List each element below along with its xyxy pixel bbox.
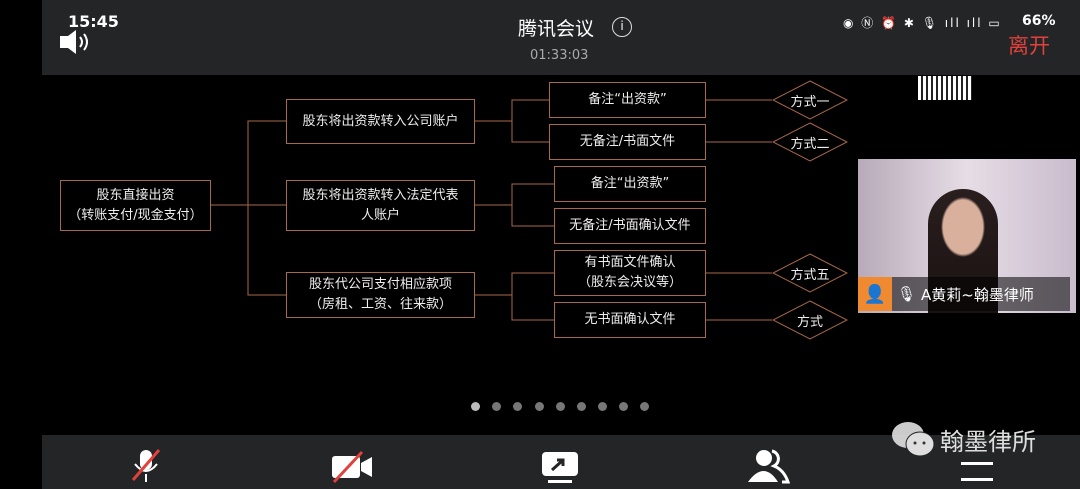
result-diamond: 方式 <box>772 300 848 340</box>
level2-box: 无备注/书面文件 <box>549 124 706 160</box>
page-dot[interactable] <box>640 402 649 411</box>
page-dot[interactable] <box>492 402 501 411</box>
info-icon[interactable]: i <box>612 17 632 37</box>
level1-box: 股东将出资款转入法定代表人账户 <box>286 180 475 231</box>
root-box: 股东直接出资（转账支付/现金支付） <box>60 180 211 231</box>
members-icon[interactable] <box>746 448 791 484</box>
top-bar <box>42 0 1080 75</box>
level2-box: 备注“出资款” <box>549 82 706 118</box>
mic-icon: 🎙 <box>897 285 917 303</box>
page-dot[interactable] <box>577 402 586 411</box>
page-dot[interactable] <box>598 402 607 411</box>
speaker-icon[interactable] <box>60 30 92 54</box>
camera-off-icon[interactable] <box>330 448 374 484</box>
wechat-watermark: 翰墨律所 <box>890 420 1036 458</box>
result-diamond: 方式五 <box>772 253 848 293</box>
level2-box: 有书面文件确认（股东会决议等） <box>554 250 706 296</box>
participant-name: A黄莉~翰墨律师 <box>921 285 1034 304</box>
more-menu-icon[interactable] <box>955 448 999 484</box>
level2-box: 备注“出资款” <box>554 166 706 202</box>
status-time: 15:45 <box>68 12 119 31</box>
wechat-logo-icon <box>892 422 935 457</box>
level2-box: 无书面确认文件 <box>554 302 706 338</box>
qr-code <box>918 76 972 100</box>
page-dot[interactable] <box>619 402 628 411</box>
leave-button[interactable]: 离开 <box>1008 34 1050 58</box>
page-dot[interactable] <box>556 402 565 411</box>
status-icons: ◉ Ⓝ ⏰ ✱ 🎙 ıll ıll ▭ <box>843 16 1002 30</box>
mic-muted-icon[interactable] <box>125 448 169 484</box>
page-dot[interactable] <box>471 402 480 411</box>
avatar-icon: 👤 <box>858 277 892 311</box>
level1-box: 股东将出资款转入公司账户 <box>286 99 475 144</box>
video-tile[interactable]: 👤 🎙 A黄莉~翰墨律师 <box>858 159 1076 313</box>
battery-level: 66% <box>1022 13 1056 29</box>
meeting-timer: 01:33:03 <box>530 48 589 63</box>
page-dot[interactable] <box>513 402 522 411</box>
meeting-title: 腾讯会议 <box>518 18 595 40</box>
page-dot[interactable] <box>535 402 544 411</box>
result-diamond: 方式一 <box>772 80 848 120</box>
result-diamond: 方式二 <box>772 122 848 162</box>
level2-box: 无备注/书面确认文件 <box>554 208 706 244</box>
level1-box: 股东代公司支付相应款项（房租、工资、往来款） <box>286 272 475 318</box>
share-screen-icon[interactable] <box>538 448 582 484</box>
